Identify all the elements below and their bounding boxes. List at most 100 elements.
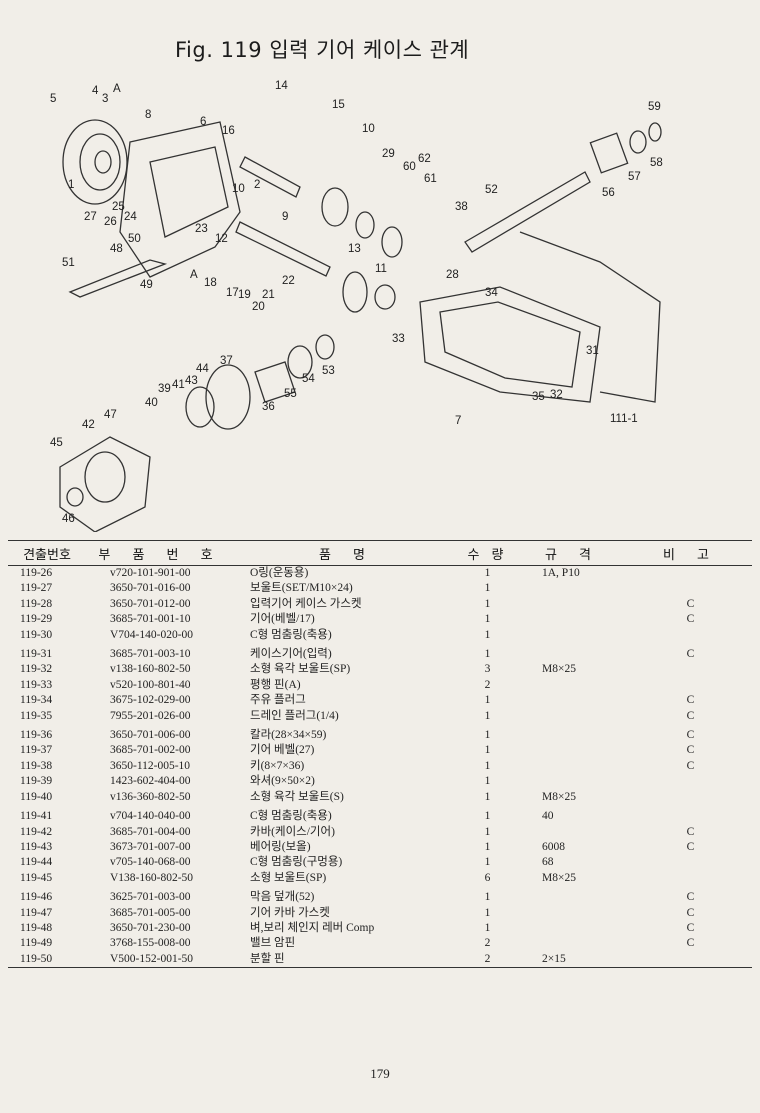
part-name-cell: 주유 플러그 <box>250 694 306 707</box>
note-cell <box>629 951 752 969</box>
svg-text:50: 50 <box>128 233 141 245</box>
part-name-cell: 소형 육각 보울트(SP) <box>250 663 351 676</box>
note-cell: C <box>686 921 695 934</box>
svg-text:41: 41 <box>172 379 185 391</box>
part-no-cell: 3685-701-002-00 <box>110 744 191 757</box>
note-cell <box>629 566 752 582</box>
part-no-cell: v138-160-802-50 <box>110 663 191 676</box>
part-no-cell: v705-140-068-00 <box>110 856 191 869</box>
svg-text:33: 33 <box>392 333 405 345</box>
svg-text:43: 43 <box>185 375 198 387</box>
svg-text:5: 5 <box>50 93 56 105</box>
part-name-cell: C형 멈춤링(축용) <box>250 628 332 641</box>
svg-text:3: 3 <box>102 93 108 105</box>
input-case-part <box>419 286 601 403</box>
part-no-cell: 3685-701-003-10 <box>110 648 191 661</box>
svg-text:34: 34 <box>485 287 498 299</box>
spec-cell <box>516 597 629 612</box>
spec-cell: M8×25 <box>542 871 576 884</box>
part-name-cell: 칼라(28×34×59) <box>250 729 327 742</box>
svg-text:22: 22 <box>282 275 295 287</box>
shaft-part <box>239 156 301 198</box>
spec-cell <box>516 825 629 840</box>
part-name-cell: 소형 보울트(SP) <box>250 871 327 884</box>
part-no-cell: 3673-701-007-00 <box>110 840 191 853</box>
part-no-cell: v520-100-801-40 <box>110 678 191 691</box>
note-cell: C <box>686 891 695 904</box>
part-name-cell: 기어 카바 가스켓 <box>250 906 330 919</box>
note-cell: C <box>686 729 695 742</box>
spec-cell: M8×25 <box>542 663 576 676</box>
fig-no-cell: 119-42 <box>20 825 53 838</box>
header-name: 품 명 <box>234 540 459 566</box>
note-cell <box>629 628 752 643</box>
svg-text:A: A <box>190 269 198 281</box>
spec-cell <box>516 886 629 905</box>
note-cell: C <box>686 648 695 661</box>
part-no-cell: 3650-701-016-00 <box>110 582 191 595</box>
note-cell: C <box>686 840 695 853</box>
note-cell <box>629 790 752 805</box>
svg-text:14: 14 <box>275 80 288 92</box>
part-name-cell: 입력기어 케이스 가스켓 <box>250 597 362 610</box>
spec-cell: 68 <box>542 856 554 869</box>
spec-cell <box>516 906 629 921</box>
svg-text:7: 7 <box>455 415 461 427</box>
fig-no-cell: 119-37 <box>20 744 53 757</box>
part-name-cell: 와셔(9×50×2) <box>250 775 315 788</box>
note-cell <box>629 581 752 596</box>
part-name-cell: 기어(베벨/17) <box>250 613 315 626</box>
spec-cell <box>516 693 629 708</box>
qty-cell: 1 <box>484 825 491 838</box>
svg-text:38: 38 <box>455 201 468 213</box>
qty-cell: 1 <box>484 709 491 722</box>
qty-cell: 1 <box>484 694 491 707</box>
part-no-cell: v720-101-901-00 <box>110 567 191 579</box>
svg-text:13: 13 <box>348 243 361 255</box>
part-no-cell: 3685-701-001-10 <box>110 613 191 626</box>
spec-cell <box>516 921 629 936</box>
part-no-cell: v136-360-802-50 <box>110 790 191 803</box>
fig-no-cell: 119-41 <box>20 810 53 823</box>
qty-cell: 1 <box>484 759 491 772</box>
figure-title: Fig. 119 입력 기어 케이스 관계 <box>175 38 470 62</box>
qty-cell: 1 <box>484 856 491 869</box>
qty-cell: 1 <box>484 891 491 904</box>
part-no-cell: 1423-602-404-00 <box>110 775 191 788</box>
svg-text:24: 24 <box>124 211 137 223</box>
svg-text:47: 47 <box>104 409 117 421</box>
fig-no-cell: 119-38 <box>20 759 53 772</box>
spec-cell <box>516 581 629 596</box>
svg-text:2: 2 <box>254 179 260 191</box>
fig-no-cell: 119-39 <box>20 775 53 788</box>
fig-no-cell: 119-35 <box>20 709 53 722</box>
fig-no-cell: 119-49 <box>20 937 53 950</box>
fig-no-cell: 119-47 <box>20 906 53 919</box>
svg-text:29: 29 <box>382 148 395 160</box>
qty-cell: 1 <box>484 628 491 641</box>
svg-text:36: 36 <box>262 401 275 413</box>
part-name-cell: 보울트(SET/M10×24) <box>250 582 353 595</box>
part-name-cell: 기어 베벨(27) <box>250 744 315 757</box>
svg-text:32: 32 <box>550 389 563 401</box>
note-cell <box>629 662 752 677</box>
spec-cell <box>516 709 629 724</box>
note-cell: C <box>686 906 695 919</box>
qty-cell: 1 <box>484 582 491 595</box>
spec-cell <box>516 724 629 743</box>
note-cell: C <box>686 759 695 772</box>
qty-cell: 1 <box>484 921 491 934</box>
